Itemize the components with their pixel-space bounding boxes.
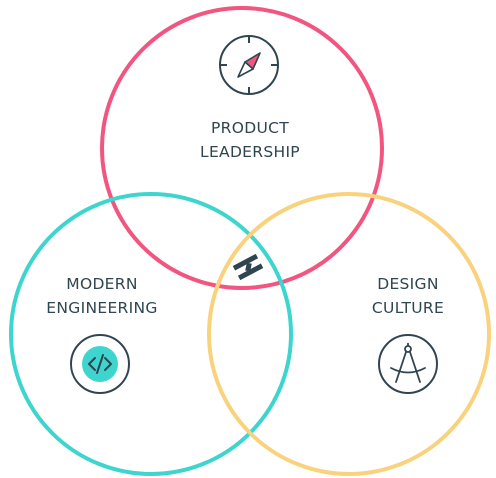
circle-design-culture: [207, 192, 491, 476]
circle-modern-engineering: [9, 192, 293, 476]
label-product-leadership: PRODUCT LEADERSHIP: [170, 116, 330, 164]
label-line: MODERN: [66, 275, 138, 293]
label-line: PRODUCT: [211, 119, 289, 137]
drawing-compass-icon: [378, 334, 438, 394]
label-line: DESIGN: [377, 275, 439, 293]
code-icon: [70, 334, 130, 394]
label-line: ENGINEERING: [46, 299, 158, 317]
label-design-culture: DESIGN CULTURE: [328, 272, 488, 320]
label-line: LEADERSHIP: [200, 143, 300, 161]
circle-product-leadership: [100, 6, 384, 290]
label-line: CULTURE: [371, 299, 445, 317]
compass-icon: [219, 35, 279, 95]
logo-mark-icon: [232, 253, 264, 281]
label-modern-engineering: MODERN ENGINEERING: [22, 272, 182, 320]
